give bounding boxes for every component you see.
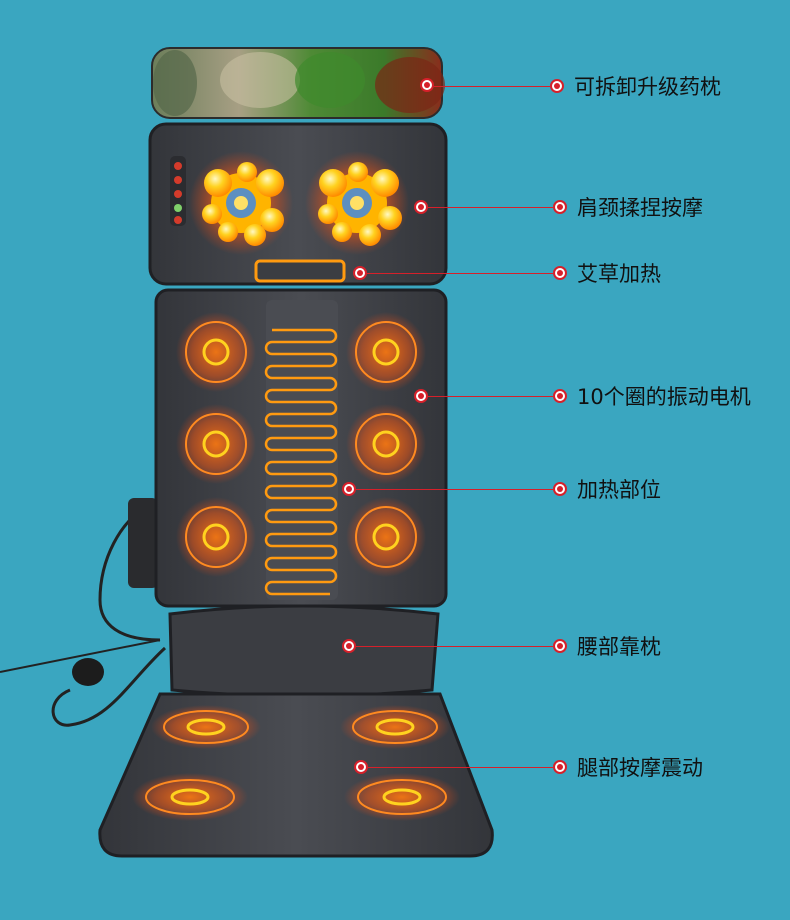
pillow-anchor-dot: [420, 78, 434, 92]
heating-coil-icon: [264, 328, 338, 596]
lumbar-anchor-dot: [342, 639, 356, 653]
callout-moxa: 艾草加热: [367, 259, 661, 287]
callout-label: 加热部位: [577, 478, 661, 502]
motors-anchor-dot: [414, 389, 428, 403]
massage-node-icon: [305, 151, 409, 255]
callout-heat: 加热部位: [356, 475, 661, 503]
massage-node-icon: [189, 151, 293, 255]
callout-legs: 腿部按摩震动: [368, 753, 703, 781]
neck-anchor-dot: [414, 200, 428, 214]
callout-pillow: 可拆卸升级药枕: [434, 72, 721, 100]
callout-motors: 10个圈的振动电机: [428, 382, 751, 410]
callout-label: 腰部靠枕: [577, 635, 661, 659]
callout-neck: 肩颈揉捏按摩: [428, 193, 703, 221]
callout-label: 10个圈的振动电机: [577, 385, 751, 409]
callout-label: 肩颈揉捏按摩: [577, 196, 703, 220]
remote-controller-icon: [128, 498, 158, 588]
callout-label: 艾草加热: [577, 262, 661, 286]
callout-lumbar: 腰部靠枕: [356, 632, 661, 660]
callout-label: 可拆卸升级药枕: [574, 75, 721, 99]
moxa-anchor-dot: [353, 266, 367, 280]
callout-label: 腿部按摩震动: [577, 756, 703, 780]
legs-anchor-dot: [354, 760, 368, 774]
heating-coil-icon: [254, 259, 346, 283]
vibration-ring-icon: [176, 312, 426, 577]
vibration-ring-icon: [132, 705, 460, 821]
heat-anchor-dot: [342, 482, 356, 496]
